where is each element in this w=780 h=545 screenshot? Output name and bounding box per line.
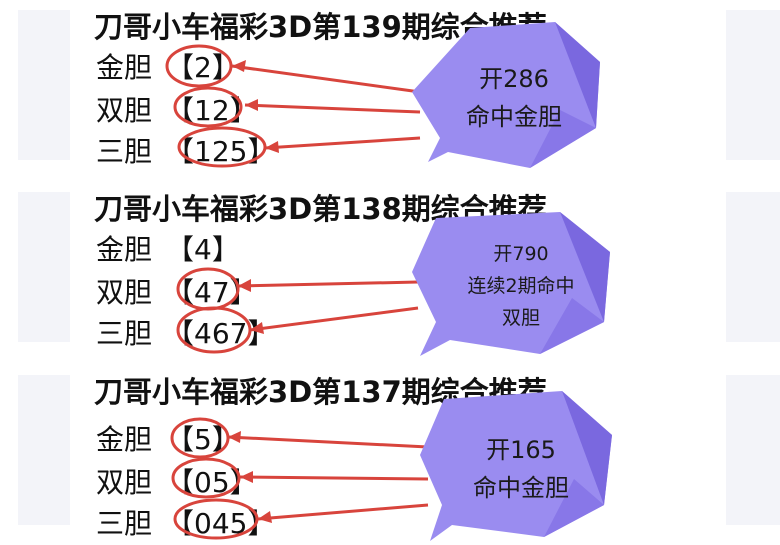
highlight-ellipse [173, 498, 259, 540]
row-value: 【05】 [166, 466, 258, 499]
arrow-head [238, 279, 251, 292]
row-gold: 金胆【4】 [96, 228, 240, 268]
arrow-head [265, 141, 279, 153]
arrow-line [227, 435, 429, 449]
arrow-head [240, 471, 253, 483]
speech-bubble [412, 22, 600, 168]
row-label: 三胆 [96, 135, 153, 168]
row-value: 【467】 [166, 317, 276, 350]
arrow-line [264, 136, 421, 150]
side-strip-left [18, 10, 70, 160]
highlight-ellipse [176, 267, 240, 311]
arrow-line [239, 475, 429, 481]
row-triple: 三胆【125】 [96, 130, 275, 170]
row-triple: 三胆【467】 [96, 312, 275, 352]
speech-bubble [412, 212, 610, 356]
side-strip-right [726, 375, 780, 525]
speech-bubble [420, 391, 612, 541]
arrow-line [257, 503, 429, 521]
side-strip-right [726, 10, 780, 160]
row-value: 【125】 [166, 135, 276, 168]
bubble-text: 开165 命中金胆 [446, 431, 596, 507]
row-label: 金胆 [96, 233, 153, 266]
arrow-line [231, 64, 421, 94]
recommendation-panel-137: 刀哥小车福彩3D第137期综合推荐 金胆【5】 双胆【05】 三胆【045】 开… [0, 365, 780, 543]
row-double: 双胆【47】 [96, 271, 258, 311]
bubble-line: 连续2期命中 [467, 275, 575, 297]
row-gold: 金胆【5】 [96, 418, 240, 458]
row-label: 三胆 [96, 317, 153, 350]
highlight-ellipse [176, 306, 252, 354]
bubble-line: 命中金胆 [466, 103, 562, 131]
arrow-head [228, 431, 241, 443]
recommendation-panel-139: 刀哥小车福彩3D第139期综合推荐 金胆【2】 双胆【12】 三胆【125】 开… [0, 0, 780, 178]
arrow-head [245, 99, 258, 111]
bubble-text: 开286 命中金胆 [440, 60, 588, 136]
annotation-layer [165, 22, 600, 168]
bubble-line: 命中金胆 [473, 474, 569, 502]
row-label: 双胆 [96, 466, 153, 499]
row-double: 双胆【05】 [96, 461, 258, 501]
row-label: 金胆 [96, 51, 153, 84]
bubble-line: 开790 [493, 243, 549, 265]
bubble-text: 开790 连续2期命中 双胆 [436, 238, 606, 334]
row-label: 双胆 [96, 276, 153, 309]
arrow-head [232, 60, 246, 72]
row-label: 金胆 [96, 423, 153, 456]
side-strip-left [18, 192, 70, 342]
bubble-line: 开286 [479, 65, 549, 93]
row-label: 三胆 [96, 507, 153, 540]
bubble-line: 开165 [486, 436, 556, 464]
row-gold: 金胆【2】 [96, 46, 240, 86]
arrow-line [237, 280, 419, 288]
row-value: 【12】 [166, 94, 258, 127]
highlight-ellipse [170, 417, 230, 459]
row-triple: 三胆【045】 [96, 502, 275, 542]
bubble-line: 双胆 [501, 307, 540, 329]
side-strip-left [18, 375, 70, 525]
arrow-line [244, 103, 421, 114]
annotation-layer [170, 391, 612, 541]
highlight-ellipse [165, 44, 233, 88]
highlight-ellipse [173, 86, 243, 128]
recommendation-panel-138: 刀哥小车福彩3D第138期综合推荐 金胆【4】 双胆【47】 三胆【467】 开… [0, 182, 780, 360]
arrow-head [250, 322, 264, 334]
row-label: 双胆 [96, 94, 153, 127]
arrow-head [258, 511, 272, 523]
highlight-ellipse [171, 457, 241, 499]
annotation-layer [176, 212, 610, 356]
row-value: 【4】 [166, 233, 240, 266]
arrow-line [249, 306, 419, 332]
row-double: 双胆【12】 [96, 89, 258, 129]
side-strip-right [726, 192, 780, 342]
highlight-ellipse [177, 126, 267, 168]
